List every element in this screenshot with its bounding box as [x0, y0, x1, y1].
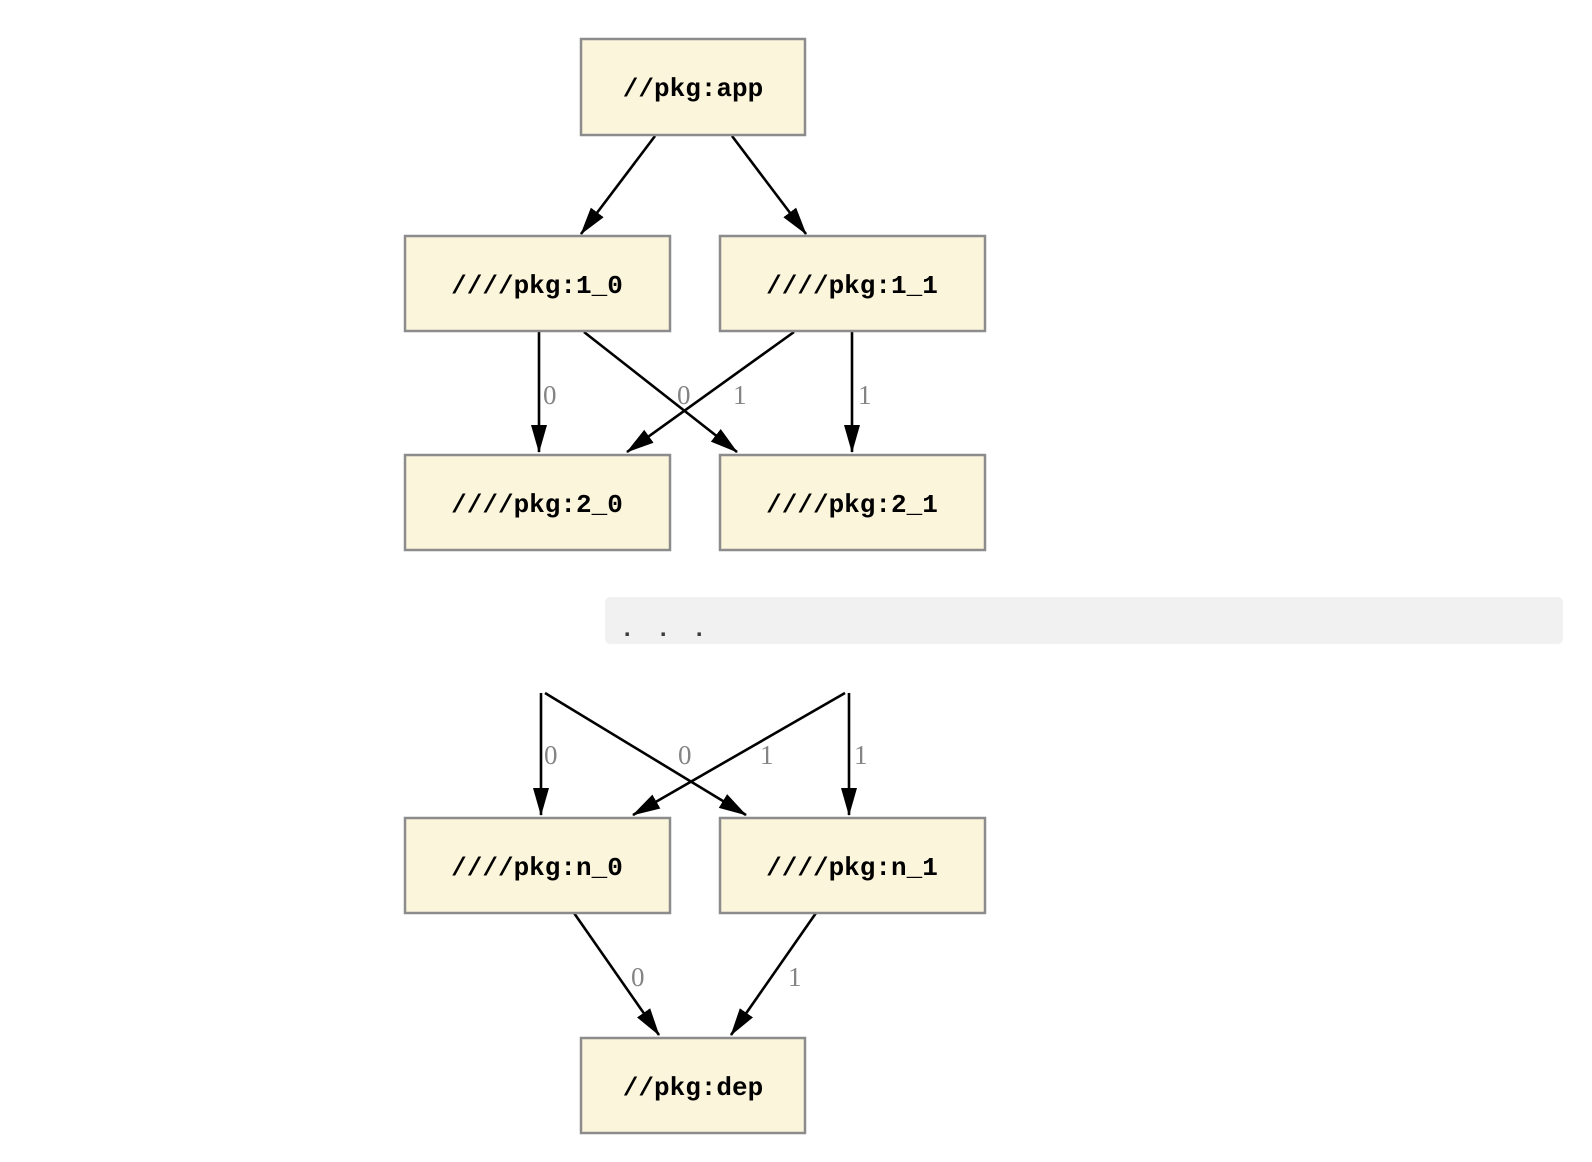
edge-app-to-1_0: [579, 135, 657, 235]
edge-label-1_0-2_0: 0: [543, 380, 557, 410]
ellipsis-band-rect: [605, 597, 1563, 644]
node-1_0-label: ////pkg:1_0: [451, 271, 623, 301]
edge-label-dots-n_0-straight: 0: [544, 740, 558, 770]
edge-label-1_1-2_0: 0: [677, 380, 691, 410]
node-2_1-label: ////pkg:2_1: [766, 490, 938, 520]
node-1_1: ////pkg:1_1: [718, 234, 987, 333]
node-2_1: ////pkg:2_1: [718, 453, 987, 552]
node-n_0: ////pkg:n_0: [403, 816, 672, 915]
edge-1_1-to-2_0: [626, 330, 795, 454]
node-1_0-box: [403, 234, 672, 333]
node-dep: //pkg:dep: [579, 1036, 807, 1135]
edge-dots-to-n_1-cross: [544, 691, 747, 817]
edge-label-1_0-2_1: 1: [733, 380, 747, 410]
node-n_1: ////pkg:n_1: [718, 816, 987, 915]
edge-dots-to-n_0-cross: [632, 691, 846, 817]
node-dep-label: //pkg:dep: [623, 1073, 763, 1103]
node-2_0: ////pkg:2_0: [403, 453, 672, 552]
node-n_1-label: ////pkg:n_1: [766, 853, 938, 883]
edge-n_0-to-dep: [572, 912, 661, 1036]
ellipsis-text: . . .: [620, 617, 710, 644]
node-dep-box: [579, 1036, 807, 1135]
node-2_0-box: [403, 453, 672, 552]
ellipsis-band: . . .: [605, 597, 1563, 644]
node-n_0-label: ////pkg:n_0: [451, 853, 623, 883]
node-1_1-label: ////pkg:1_1: [766, 271, 938, 301]
edge-label-n_0-dep: 0: [631, 962, 645, 992]
node-n_1-box: [718, 816, 987, 915]
node-app-box: [579, 37, 807, 137]
node-app-label: //pkg:app: [623, 74, 763, 104]
edge-label-dots-n_0-cross: 0: [678, 740, 692, 770]
edge-label-dots-n_1-straight: 1: [854, 740, 868, 770]
edge-label-n_1-dep: 1: [788, 962, 802, 992]
node-n_0-box: [403, 816, 672, 915]
edge-app-to-1_1: [730, 135, 808, 235]
edge-n_1-to-dep: [729, 912, 818, 1036]
node-1_0: ////pkg:1_0: [403, 234, 672, 333]
node-2_1-box: [718, 453, 987, 552]
node-app: //pkg:app: [579, 37, 807, 137]
edge-1_0-to-2_1: [583, 330, 738, 454]
edge-label-dots-n_1-cross: 1: [760, 740, 774, 770]
node-1_1-box: [718, 234, 987, 333]
node-2_0-label: ////pkg:2_0: [451, 490, 623, 520]
edge-label-1_1-2_1: 1: [858, 380, 872, 410]
